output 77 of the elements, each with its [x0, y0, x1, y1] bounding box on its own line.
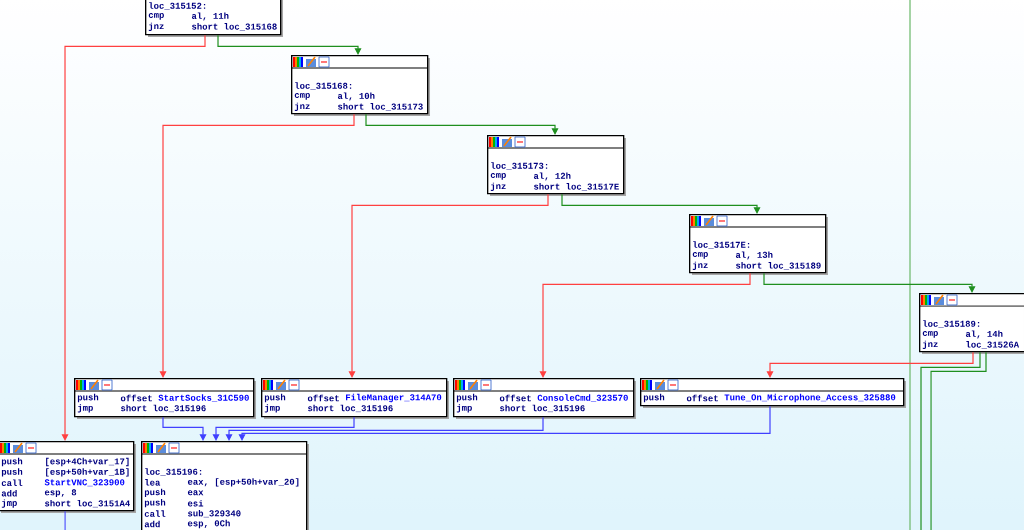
code-text: short loc_315196	[121, 404, 206, 413]
code-text: offset	[499, 394, 531, 402]
arrow	[217, 34, 362, 55]
arrow	[61, 34, 206, 441]
code-text: add	[144, 520, 160, 528]
arrow	[763, 272, 976, 293]
code-text: al, 10h	[337, 92, 375, 101]
code-text: cmp	[922, 331, 938, 338]
code-text: ConsoleCmd_323570	[537, 394, 628, 402]
code-text: push	[456, 393, 478, 403]
code-text: loc_315168:	[295, 82, 352, 90]
code-text: StartVNC_323900	[44, 479, 125, 487]
code-text: sub_329340	[188, 509, 241, 518]
code-text: short loc_315196	[308, 404, 393, 413]
code-text: call	[1, 479, 23, 487]
code-text: al, 14h	[965, 330, 1003, 339]
arrow	[365, 113, 559, 135]
code-text: push	[264, 393, 286, 403]
code-text: lea	[145, 479, 161, 486]
code-text: short loc_315168	[192, 23, 277, 31]
code-text: al, 13h	[735, 251, 773, 260]
code-text: short loc_3151A4	[45, 499, 130, 508]
code-text: push	[144, 488, 166, 497]
code-text: jnz	[692, 261, 708, 270]
code-text: jmp	[1, 499, 17, 508]
code-text: short loc_315173	[338, 103, 423, 111]
code-text: add	[1, 489, 17, 497]
code-text: al, 12h	[533, 172, 571, 181]
code-text: offset	[120, 394, 152, 402]
code-text: push	[144, 499, 166, 508]
code-text: [esp+50h+var_1B]	[46, 468, 129, 477]
code-text: push	[77, 393, 99, 403]
code-text: cmp	[148, 13, 164, 20]
arrow	[539, 272, 751, 378]
code-text: push	[1, 457, 23, 467]
code-text: jmp	[77, 404, 93, 413]
code-text: al, 11h	[191, 12, 229, 21]
code-text: FileManager_314A70	[346, 393, 442, 403]
code-text: esi	[187, 499, 204, 507]
code-text: [esp+4Ch+var_17]	[46, 457, 129, 467]
arrow	[212, 416, 355, 441]
code-text: esp, 8	[44, 489, 77, 498]
code-text: jnz	[294, 102, 310, 111]
code-text: short loc_315196	[500, 404, 585, 413]
code-text: short loc_315189	[736, 262, 821, 270]
code-text: loc_315173:	[491, 162, 548, 170]
arrow	[225, 416, 544, 441]
code-text: Tune_On_Microphone_Access_325880	[724, 393, 896, 403]
arrow	[348, 193, 549, 378]
code-text: eax	[187, 490, 204, 496]
code-text: push	[643, 393, 665, 403]
code-text: offset	[686, 394, 718, 402]
code-text: loc_31526A	[966, 341, 1020, 349]
code-text: loc_315152:	[149, 2, 206, 10]
code-text: cmp	[692, 252, 708, 259]
code-text: push	[1, 468, 23, 477]
code-text: jnz	[490, 182, 506, 191]
arrow	[162, 416, 207, 441]
code-text: short loc_31517E	[534, 183, 619, 191]
code-text: esp, 0Ch	[187, 519, 230, 529]
code-text: eax, [esp+50h+var_20]	[187, 478, 299, 487]
code-text: loc_31517E:	[693, 241, 750, 249]
code-text: cmp	[490, 173, 506, 180]
code-text: jnz	[148, 22, 164, 31]
code-text: jmp	[264, 404, 280, 413]
code-text: jnz	[922, 340, 938, 349]
code-text: call	[144, 510, 166, 517]
code-text: offset	[307, 394, 339, 402]
code-text: jmp	[456, 404, 472, 413]
arrow	[561, 193, 761, 214]
code-text: loc_315189:	[923, 320, 980, 328]
arrow	[159, 113, 355, 378]
code-text: StartSocks_31C590	[158, 394, 249, 402]
arrow	[766, 351, 974, 378]
arrow	[238, 405, 771, 441]
code-text: loc_315196:	[145, 468, 202, 476]
code-text: cmp	[294, 93, 310, 100]
